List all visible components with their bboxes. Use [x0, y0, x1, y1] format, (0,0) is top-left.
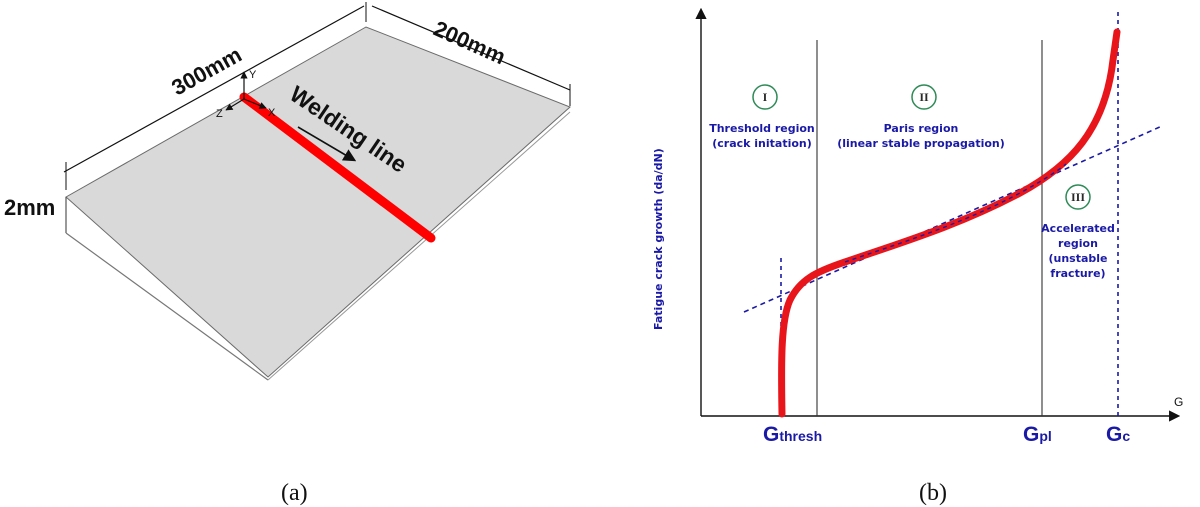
region-accelerated: III Accelerated region (unstable fractur… [1041, 184, 1115, 280]
marker-g-thresh: Gthresh [763, 423, 822, 446]
paris-law-line [743, 125, 1163, 313]
caption-a: (a) [281, 480, 308, 506]
y-axis-label: Fatigue crack growth (da/dN) [652, 148, 665, 330]
region-ii-numeral: II [919, 90, 929, 104]
plate [65, 26, 571, 378]
length-label: 300mm [167, 42, 245, 101]
region-i-name: Threshold region [709, 122, 815, 135]
axis-z-label: Z [216, 108, 223, 120]
marker-g-pl: Gpl [1023, 423, 1052, 446]
x-axis-label: G [1174, 395, 1183, 409]
width-dimension-line [371, 5, 571, 91]
region-paris: II Paris region (linear stable propagati… [837, 84, 1005, 150]
plate-thickness-edge [65, 232, 269, 381]
region-threshold: I Threshold region (crack initation) [709, 84, 815, 150]
region-i-badge [752, 84, 778, 110]
region-i-numeral: I [763, 90, 768, 104]
marker-g-c: Gc [1106, 423, 1130, 446]
region-iii-line-3: (unstable [1048, 252, 1107, 265]
plate-bottom-edge [267, 111, 571, 381]
thickness-label: 2mm [4, 195, 55, 220]
region-ii-desc: (linear stable propagation) [837, 137, 1005, 150]
welding-direction-arrow [297, 126, 357, 162]
fatigue-curve-dashed-overlay [844, 163, 1067, 263]
fatigue-curve [778, 28, 1121, 418]
region-ii-badge [911, 84, 937, 110]
length-dimension-line [63, 5, 365, 173]
weld-line [239, 92, 436, 243]
coordinate-axes: Y Z X [216, 69, 276, 120]
axis-y-label: Y [249, 69, 257, 81]
region-iii-numeral: III [1071, 190, 1085, 204]
caption-b: (b) [919, 480, 947, 506]
region-i-desc: (crack initation) [712, 137, 812, 150]
region-ii-name: Paris region [884, 122, 959, 135]
region-iii-line-4: fracture) [1050, 267, 1105, 280]
region-iii-line-1: Accelerated [1041, 222, 1115, 235]
axis-x-label: X [268, 107, 276, 119]
panel-b-fatigue-diagram: G Fatigue crack growth (da/dN) I Thresho… [652, 7, 1183, 506]
region-iii-line-2: region [1058, 237, 1098, 250]
panel-a-plate-diagram: 300mm 200mm 2mm Welding line Y Z X (a) [4, 2, 571, 506]
region-iii-badge [1065, 184, 1091, 210]
